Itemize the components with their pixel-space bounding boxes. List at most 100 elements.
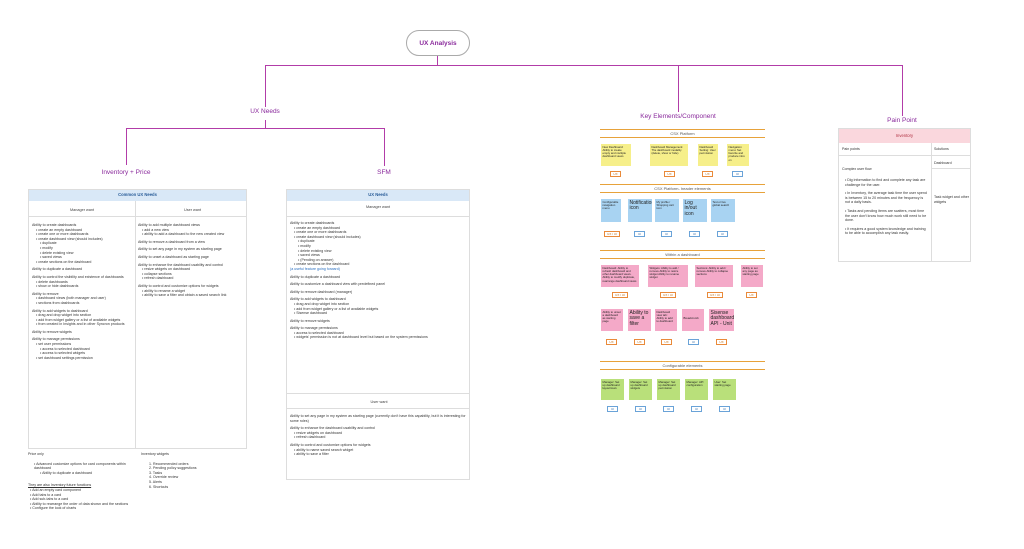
pain-col-divider (931, 143, 932, 261)
inventory-connector (126, 128, 127, 165)
inventory-manager-list: Ability to create dashboards• create an … (32, 223, 133, 448)
inventory-user-head: User want (183, 208, 202, 212)
list-subitem: • drag and drop widget into section (294, 301, 350, 306)
tag-ux-ui: UX / UI (660, 292, 676, 298)
widget-list-item: 3. Tasks (149, 470, 163, 475)
list-item-text: Ability to remove widgets (32, 329, 72, 334)
pain-points-list: • Dig information to find and complete a… (845, 178, 929, 236)
sticky-dashboard[interactable]: Dashboard: Ability to refresh dashboard … (601, 265, 639, 287)
sticky-manager-permission[interactable]: Manager: Set up dashboard permission (657, 379, 680, 400)
sticky-navigation-menu[interactable]: Navigation menu: Set favorite and produc… (727, 144, 749, 166)
sticky-widgets[interactable]: Widgets: Ability to add / remove Ability… (648, 265, 688, 287)
future-head: They are also Inventory future functions (28, 483, 92, 488)
sticky-global-search[interactable]: Text or live global search (711, 199, 735, 222)
tag-ux: UX (610, 171, 621, 177)
sticky-manager-widgets[interactable]: Manager: Set up dashboard widgets (629, 379, 652, 400)
sticky-profile-icon[interactable]: My profile / Shopping cart icon (655, 199, 679, 222)
list-item: Ability to remove a dashboard from a vie… (138, 240, 245, 245)
list-subitem: • ability to save a filter and obtain a … (142, 293, 227, 298)
sticky-save-filter[interactable]: Ability to save a filter (628, 309, 651, 331)
pain-row-divider (839, 155, 970, 156)
sfm-user-list: Ability to set any page in my system as … (290, 414, 468, 479)
sticky-notification-icon[interactable]: Notification/alert icon (628, 199, 652, 222)
sticky-user-starting-page[interactable]: User: Set starting page (713, 379, 736, 400)
list-subitem: • ability to rename a widget (142, 288, 186, 293)
list-item-text: Ability to set any page in my system as … (290, 414, 466, 423)
pain-point-item: • It requires a good system knowledge an… (845, 226, 926, 236)
list-subitem: • create dashboard view (should includes… (294, 234, 361, 239)
list-item: Ability to remove widgets (290, 319, 468, 324)
sticky-manager-layout[interactable]: Manager: Set up dashboard layout/rows (601, 379, 624, 400)
sticky-sisense-api[interactable]: Sisense dashboard API - Unit (709, 309, 734, 331)
price-only-subitem: • Ability to duplicate a dashboard (40, 470, 93, 475)
list-item: Ability to enhance the dashboard usabili… (138, 263, 245, 281)
csx-header-title: CSX Platform- header elements (654, 186, 711, 191)
future-item: • Configure the look of charts (30, 506, 77, 511)
sticky-dashboard-setting[interactable]: Dashboard Setting: User permission (698, 144, 718, 166)
list-subitem: • set dashboard settings permission (36, 355, 93, 360)
within-dashboard-title: Within a dashboard (665, 252, 700, 257)
list-item-text: Ability to remove a dashboard from a vie… (138, 239, 205, 244)
price-only-head: Price only (28, 452, 44, 456)
list-item: Ability to create dashboards• create an … (32, 223, 133, 264)
sticky-unset-starting-page[interactable]: Ability to unset a dashboard as starting… (601, 309, 623, 331)
list-subitem: • sections from dashboards (36, 300, 80, 305)
list-subitem: • (Pending on answer) (298, 257, 334, 262)
list-item-text: Ability to enhance the dashboard usabili… (138, 262, 224, 267)
sticky-sections[interactable]: Sections: Ability to add / remove Abilit… (695, 265, 733, 287)
configurable-title: Configurable elements (662, 363, 703, 368)
tag-ui: UI (691, 406, 702, 412)
list-subitem: • add from widget gallery or a list of a… (294, 306, 379, 311)
list-item: Ability to duplicate a dashboard (290, 275, 468, 280)
pain-point-branch[interactable]: Pain Point (887, 117, 917, 124)
list-item-text: Ability to unset a dashboard as starting… (138, 254, 209, 259)
list-item: Ability to remove widgets (32, 330, 133, 335)
inventory-price-branch[interactable]: Inventory + Price (101, 169, 151, 176)
widget-list-item: 2. Pending policy suggestions (149, 466, 197, 471)
key-elements-branch[interactable]: Key Elements/Component (640, 113, 716, 120)
inventory-user-list: Ability to add multiple dashboard views•… (138, 223, 245, 448)
sticky-dashboard-view-tab[interactable]: Dashboard view tab: Ability to add to da… (655, 309, 677, 331)
list-subitem: • access to selected dashboard (40, 346, 90, 351)
ux-needs-branch[interactable]: UX Needs (250, 108, 280, 115)
list-item-text: Ability to create dashboards (32, 223, 77, 227)
list-subitem: • modify (40, 245, 53, 250)
list-subitem: • resize widgets on dashboard (294, 430, 343, 435)
tag-ui: UI (634, 231, 645, 237)
list-item: Ability to add multiple dashboard views•… (138, 223, 245, 237)
list-item: Ability to control and customize options… (290, 443, 468, 457)
list-item: Ability to set any page in my system as … (290, 414, 468, 423)
tag-ux: UX (702, 171, 713, 177)
list-item: Ability to create dashboards• create an … (290, 221, 468, 272)
list-item: Ability to manage permissions• set user … (32, 337, 133, 360)
sticky-new-dashboard[interactable]: New Dashboard: Ability to create empty a… (601, 144, 631, 166)
list-subitem: • delete existing view (298, 248, 332, 253)
tag-ui: UI (635, 406, 646, 412)
tag-ui: UI (663, 406, 674, 412)
list-subitem: • refresh dashboard (142, 276, 174, 281)
sfm-head-divider (287, 216, 469, 217)
pain-point-item: • In Inventory, the average task time th… (845, 191, 927, 205)
csx-platform-title: CSX Platform (670, 131, 695, 136)
csx-platform-line-bottom (600, 137, 765, 138)
sticky-dashboard-management[interactable]: Dashboard Management: The dashboard moda… (650, 144, 688, 166)
list-item: Ability to manage permissions• access to… (290, 326, 468, 340)
price-only-item: • Advanced customize options for card co… (34, 461, 126, 471)
list-subitem: • delete dashboards (36, 279, 68, 284)
list-item: Ability to remove• dashboard views (both… (32, 292, 133, 306)
widget-list-item: 1. Recommended orders (149, 461, 189, 466)
list-item-text: Ability to remove (32, 291, 59, 296)
list-subitem: • add from widget gallery or a list of a… (36, 317, 121, 322)
sticky-configurable-nav[interactable]: Configurable navigation menu (601, 199, 621, 222)
sticky-login-icon[interactable]: Log in/out icon (683, 199, 707, 222)
sticky-set-starting-page[interactable]: Ability to set any page as starting page (741, 265, 763, 287)
csx-platform-line (600, 129, 765, 130)
inventory-panel-header: Common UX Needs (29, 190, 246, 201)
sfm-branch[interactable]: SFM (377, 169, 391, 176)
list-subitem: • ability to name saved search widget (294, 447, 354, 452)
sticky-breadcrumb[interactable]: Breadcrumb (682, 309, 704, 331)
sticky-manager-api[interactable]: Manager: API configuration (685, 379, 708, 400)
list-item: Ability to remove dashboard (manager) (290, 290, 468, 295)
list-item-text: Ability to customize a dashboard view wi… (290, 282, 386, 287)
root-node[interactable]: UX Analysis (406, 30, 470, 56)
